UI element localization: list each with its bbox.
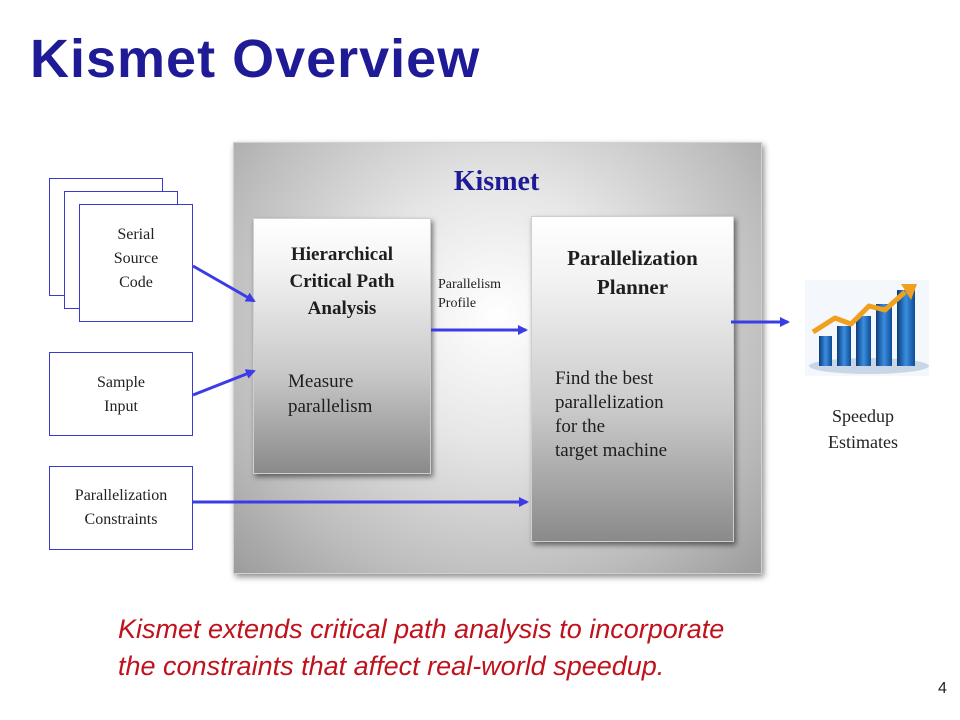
kismet-label: Kismet bbox=[453, 166, 540, 197]
constraints-line-2: Constraints bbox=[84, 511, 158, 528]
serial-source-line-2: Source bbox=[113, 250, 159, 267]
planner-body-line-4: target machine bbox=[555, 440, 668, 461]
planner-body-line-3: for the bbox=[555, 416, 606, 437]
source-doc-front: Serial Source Code bbox=[79, 204, 193, 322]
caption-line-1: Kismet extends critical path analysis to… bbox=[118, 614, 725, 644]
hcpa-box: Hierarchical Critical Path Analysis Meas… bbox=[253, 218, 431, 474]
serial-source-line-3: Code bbox=[119, 274, 153, 291]
sample-input-box: Sample Input bbox=[49, 352, 193, 436]
planner-body-line-2: parallelization bbox=[555, 392, 664, 413]
caption-line-2: the constraints that affect real-world s… bbox=[118, 651, 665, 681]
constraints-box: Parallelization Constraints bbox=[49, 466, 193, 550]
sample-input-line-2: Input bbox=[104, 398, 138, 415]
page-number: 4 bbox=[938, 680, 947, 697]
caption: Kismet extends critical path analysis to… bbox=[118, 611, 724, 685]
hcpa-title-line-1: Hierarchical bbox=[290, 244, 393, 265]
bar-chart-icon bbox=[805, 280, 929, 376]
serial-source-line-1: Serial bbox=[117, 226, 155, 243]
planner-title-line-1: Parallelization bbox=[567, 246, 698, 270]
arrow-source-to-hcpa bbox=[192, 264, 256, 303]
output-line-1: Speedup bbox=[832, 406, 894, 426]
profile-label-line-2: Profile bbox=[438, 296, 477, 311]
hcpa-body-line-1: Measure bbox=[288, 371, 354, 392]
hcpa-body-line-2: parallelism bbox=[288, 396, 373, 417]
planner-title-line-2: Planner bbox=[596, 275, 669, 299]
constraints-line-1: Parallelization bbox=[74, 487, 168, 504]
profile-label-line-1: Parallelism bbox=[438, 277, 501, 292]
planner-box: Parallelization Planner Find the best pa… bbox=[531, 216, 734, 542]
output-line-2: Estimates bbox=[828, 432, 898, 452]
planner-body-line-1: Find the best bbox=[555, 368, 654, 389]
hcpa-title-line-3: Analysis bbox=[307, 298, 377, 319]
arrow-sample-to-hcpa bbox=[192, 369, 256, 397]
sample-input-line-1: Sample bbox=[97, 374, 145, 391]
hcpa-title-line-2: Critical Path bbox=[289, 271, 395, 292]
slide-title: Kismet Overview bbox=[30, 29, 481, 89]
